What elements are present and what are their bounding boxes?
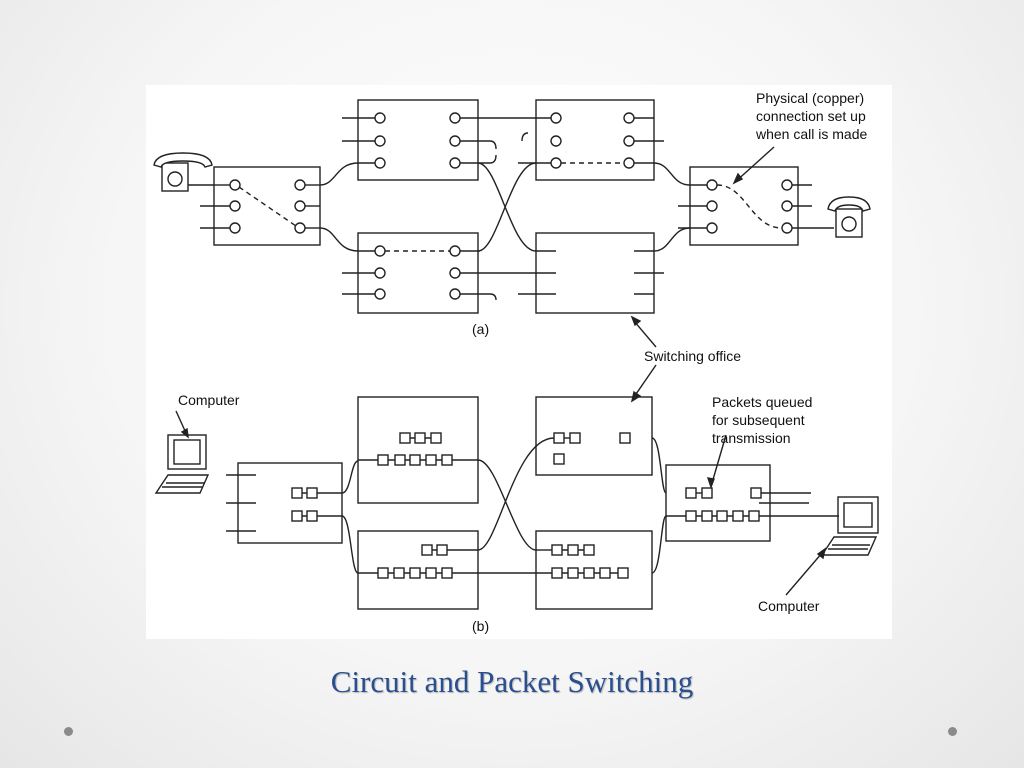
slide-decoration-dot-right [948, 727, 957, 736]
computer-icon-right [820, 496, 879, 556]
switching-office-label: Switching office [644, 348, 741, 364]
switching-office-top-middle [357, 99, 479, 181]
circuit-path-a-left [238, 186, 297, 227]
panel-b-caption: (b) [472, 618, 489, 634]
office-a-left-ports [200, 179, 320, 234]
switching-diagram: Physical (copper) connection set up when… [146, 85, 892, 639]
computer-label-right: Computer [758, 598, 820, 614]
panel-a-caption: (a) [472, 321, 489, 337]
slide-title: Circuit and Packet Switching [330, 664, 694, 699]
switching-office-b-top-middle [357, 396, 479, 504]
telephone-icon-left [153, 152, 213, 192]
packets-queued-line-1: Packets queued [712, 394, 812, 410]
switching-office-b-right [665, 464, 771, 542]
computer-icon-left [154, 434, 210, 494]
switching-office-b-bottom-right [535, 530, 653, 610]
switching-office-b-bottom-middle [357, 530, 479, 610]
physical-connection-line-1: Physical (copper) [756, 90, 864, 106]
diagram-svg: Physical (copper) connection set up when… [153, 90, 879, 634]
packets-queued-line-3: transmission [712, 430, 791, 446]
packets-queued-line-2: for subsequent [712, 412, 805, 428]
physical-connection-line-3: when call is made [755, 126, 867, 142]
switching-office-top-right [535, 99, 655, 181]
switching-office-b-top-right [535, 396, 653, 476]
computer-label-left: Computer [178, 392, 240, 408]
telephone-icon-right [827, 196, 871, 238]
slide-decoration-dot-left [64, 727, 73, 736]
physical-connection-line-2: connection set up [756, 108, 866, 124]
